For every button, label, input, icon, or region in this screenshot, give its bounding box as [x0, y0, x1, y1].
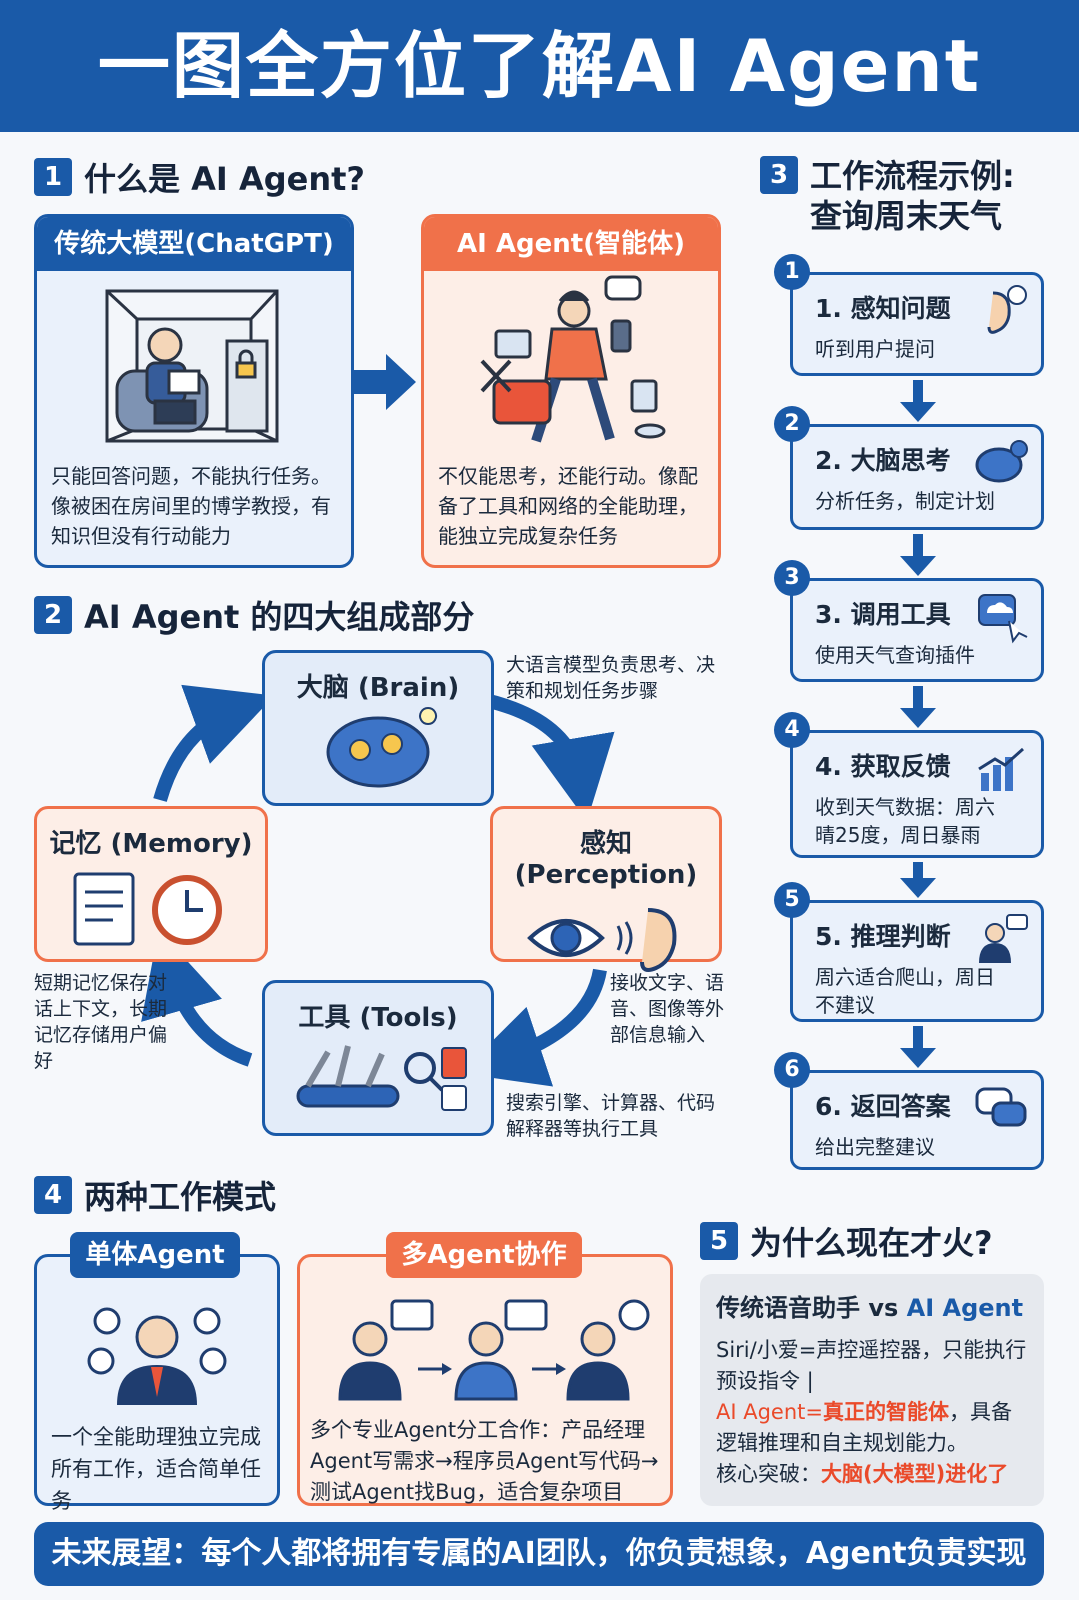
step-number: 6	[774, 1052, 810, 1088]
step-description: 使用天气查询插件	[815, 643, 975, 667]
component-title: 大脑 (Brain)	[296, 673, 460, 703]
breakthrough-highlight: 大脑(大模型)进化了	[821, 1462, 1009, 1486]
step-number: 4	[774, 712, 810, 748]
step-down-arrow-icon	[900, 862, 936, 898]
ear-icon	[987, 285, 1027, 334]
heading-traditional: 传统语音助手 vs	[716, 1294, 907, 1322]
step-title: 1. 感知问题	[815, 294, 951, 323]
workflow-step: 1. 感知问题听到用户提问	[790, 272, 1044, 376]
step-number: 2	[774, 406, 810, 442]
step-description: 收到天气数据：周六晴25度，周日暴雨	[815, 795, 995, 847]
workflow-step: 5. 推理判断周六适合爬山，周日不建议	[790, 900, 1044, 1022]
section-number: 1	[34, 158, 72, 196]
step-title: 4. 获取反馈	[815, 752, 951, 781]
section-2-header: 2 AI Agent 的四大组成部分	[34, 592, 474, 638]
section-title: AI Agent 的四大组成部分	[84, 598, 475, 636]
step-title: 2. 大脑思考	[815, 446, 951, 475]
why-now-box: 传统语音助手 vs AI Agent Siri/小爱=声控遥控器，只能执行预设指…	[700, 1274, 1044, 1506]
memory-note: 短期记忆保存对话上下文，长期记忆存储用户偏好	[34, 972, 168, 1072]
single-agent-icon	[87, 1307, 227, 1405]
step-description: 给出完整建议	[815, 1135, 935, 1159]
comparison-heading: 传统语音助手 vs AI Agent	[716, 1288, 1028, 1323]
swiss-knife-tools-icon	[296, 1045, 467, 1111]
page-title: 一图全方位了解AI Agent	[0, 0, 1079, 132]
step-number: 1	[774, 254, 810, 290]
step-number: 3	[774, 560, 810, 596]
siri-line: Siri/小爱=声控遥控器，只能执行预设指令 |	[716, 1338, 1027, 1393]
traditional-llm-card: 传统大模型(ChatGPT) 只能回答问题，不能执行任务。像被困在房间里的博学教…	[34, 214, 354, 568]
comparison-text: Siri/小爱=声控遥控器，只能执行预设指令 | AI Agent=真正的智能体…	[716, 1335, 1028, 1490]
workflow-step: 2. 大脑思考分析任务，制定计划	[790, 424, 1044, 530]
card-header: 传统大模型(ChatGPT)	[37, 217, 351, 271]
section-5-header: 5 为什么现在才火?	[700, 1218, 993, 1264]
workflow-step: 3. 调用工具使用天气查询插件	[790, 578, 1044, 682]
step-description: 分析任务，制定计划	[815, 489, 995, 513]
workflow-step: 6. 返回答案给出完整建议	[790, 1070, 1044, 1170]
component-memory: 记忆 (Memory)	[34, 806, 268, 962]
section-number: 4	[34, 1176, 72, 1214]
ai-agent-card: AI Agent(智能体) 不仅能思考，还能行动。像配备了工具和网络的全能助理，…	[421, 214, 721, 568]
step-down-arrow-icon	[900, 686, 936, 728]
professor-room-illustration	[37, 271, 351, 461]
breakthrough-label: 核心突破：	[716, 1462, 821, 1486]
notepad-clock-icon	[73, 872, 222, 946]
section-title-line1: 工作流程示例:	[810, 157, 1015, 195]
step-down-arrow-icon	[900, 1026, 936, 1068]
transition-arrow-icon	[352, 354, 416, 410]
component-title: 记忆 (Memory)	[49, 829, 253, 859]
brain-icon	[975, 440, 1028, 483]
component-title: 感知 (Perception)	[514, 829, 698, 890]
step-description: 听到用户提问	[815, 337, 935, 361]
step-title: 6. 返回答案	[815, 1092, 951, 1121]
card-description: 一个全能助理独立完成所有工作，适合简单任务	[51, 1425, 261, 1513]
chart-up-icon	[978, 747, 1024, 791]
multi-agent-label: 多Agent协作	[386, 1232, 582, 1278]
section-number: 3	[760, 156, 798, 194]
brain-gears-icon	[326, 707, 437, 788]
single-agent-card: 一个全能助理独立完成所有工作，适合简单任务	[34, 1254, 280, 1513]
chat-icon	[975, 1087, 1027, 1127]
person-reason-icon	[979, 914, 1028, 963]
heading-agent: AI Agent	[906, 1294, 1024, 1322]
multi-agent-card: 多个专业Agent分工合作：产品经理Agent写需求→程序员Agent写代码→测…	[297, 1254, 673, 1506]
component-perception: 感知 (Perception)	[490, 806, 722, 972]
multi-agent-team-icon	[338, 1299, 650, 1401]
section-number: 5	[700, 1222, 738, 1260]
card-header: AI Agent(智能体)	[424, 217, 718, 271]
section-title: 什么是 AI Agent?	[84, 160, 365, 198]
section-title: 为什么现在才火?	[750, 1224, 993, 1262]
card-description: 多个专业Agent分工合作：产品经理Agent写需求→程序员Agent写代码→测…	[310, 1418, 659, 1504]
agent-line-prefix: AI Agent=	[716, 1400, 823, 1424]
agent-line-highlight: 真正的智能体	[823, 1400, 949, 1424]
workflow-step: 4. 获取反馈收到天气数据：周六晴25度，周日暴雨	[790, 730, 1044, 858]
cloud-click-icon	[978, 594, 1028, 644]
component-brain: 大脑 (Brain)	[262, 650, 494, 806]
component-title: 工具 (Tools)	[298, 1003, 458, 1033]
eye-ear-icon	[527, 908, 677, 972]
step-down-arrow-icon	[900, 534, 936, 576]
agent-runner-illustration	[424, 271, 718, 461]
perception-note: 接收文字、语音、图像等外部信息输入	[610, 972, 725, 1046]
section-title-line2: 查询周末天气	[810, 197, 1003, 235]
section-number: 2	[34, 596, 72, 634]
card-description: 不仅能思考，还能行动。像配备了工具和网络的全能助理，能独立完成复杂任务	[438, 464, 698, 548]
step-number: 5	[774, 882, 810, 918]
section-title: 两种工作模式	[84, 1178, 277, 1216]
brain-note: 大语言模型负责思考、决策和规划任务步骤	[506, 654, 716, 702]
future-outlook-footer: 未来展望：每个人都将拥有专属的AI团队，你负责想象，Agent负责实现	[34, 1522, 1044, 1586]
section-1-header: 1 什么是 AI Agent?	[34, 154, 365, 200]
section-4-header: 4 两种工作模式	[34, 1172, 276, 1218]
section-3-header: 3 工作流程示例: 查询周末天气	[760, 156, 1015, 236]
step-description: 周六适合爬山，周日不建议	[815, 965, 995, 1017]
tools-note: 搜索引擎、计算器、代码解释器等执行工具	[506, 1092, 716, 1140]
step-down-arrow-icon	[900, 380, 936, 422]
single-agent-label: 单体Agent	[70, 1232, 240, 1278]
card-description: 只能回答问题，不能执行任务。像被困在房间里的博学教授，有知识但没有行动能力	[51, 464, 331, 548]
step-title: 3. 调用工具	[815, 600, 951, 629]
agent-line-suffix: ，具备逻辑推理和自主规划能力。	[716, 1400, 1012, 1455]
cycle-arrows	[141, 684, 615, 1087]
component-tools: 工具 (Tools)	[262, 980, 494, 1136]
step-title: 5. 推理判断	[815, 922, 951, 951]
